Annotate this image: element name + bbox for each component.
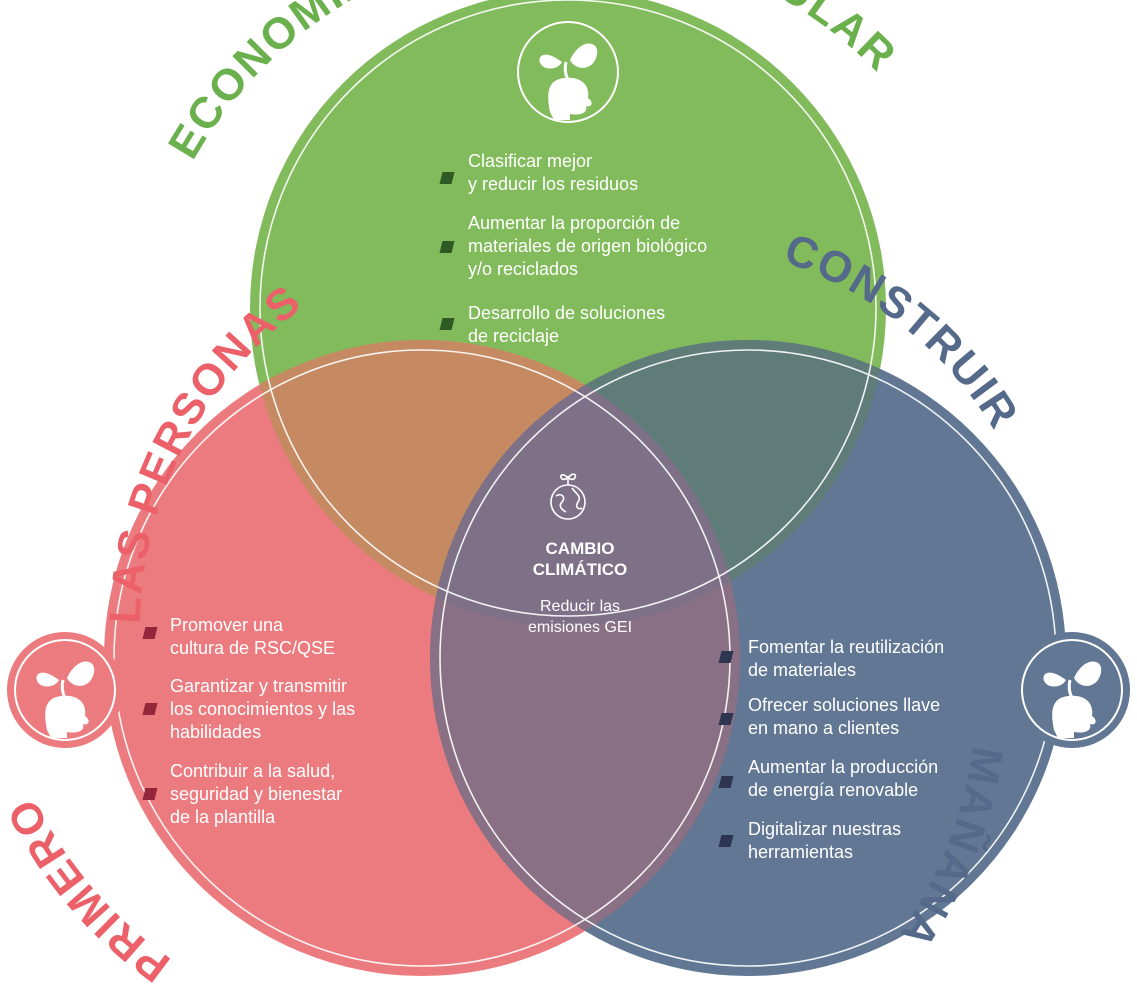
list-item: Aumentar la producción de energía renova…: [748, 757, 939, 800]
overlap-center: [430, 340, 740, 626]
list-item: Promover una cultura de RSC/QSE: [170, 615, 336, 658]
plant-head-icon: [7, 632, 123, 748]
list-item: Digitalizar nuestras herramientas: [748, 819, 902, 862]
green-ring: [259, 0, 877, 617]
list-item: Garantizar y transmitir los conocimiento…: [170, 676, 356, 742]
list-item: Clasificar mejor y reducir los residuos: [468, 151, 639, 194]
list-item: Aumentar la proporción de materiales de …: [468, 213, 708, 279]
globe-sprout-icon: [550, 473, 586, 520]
center-title: CAMBIO CLIMÁTICO: [532, 539, 628, 579]
list-item: Desarrollo de soluciones de reciclaje: [468, 303, 666, 346]
center-text: Reducir las emisiones GEI: [527, 598, 633, 636]
plant-head-icon: [510, 14, 626, 130]
list-item: Contribuir a la salud, seguridad y biene…: [170, 761, 343, 827]
plant-head-icon: [1014, 632, 1130, 748]
list-item: Fomentar la reutilización de materiales: [748, 637, 945, 680]
list-item: Ofrecer soluciones llave en mano a clien…: [748, 695, 941, 738]
